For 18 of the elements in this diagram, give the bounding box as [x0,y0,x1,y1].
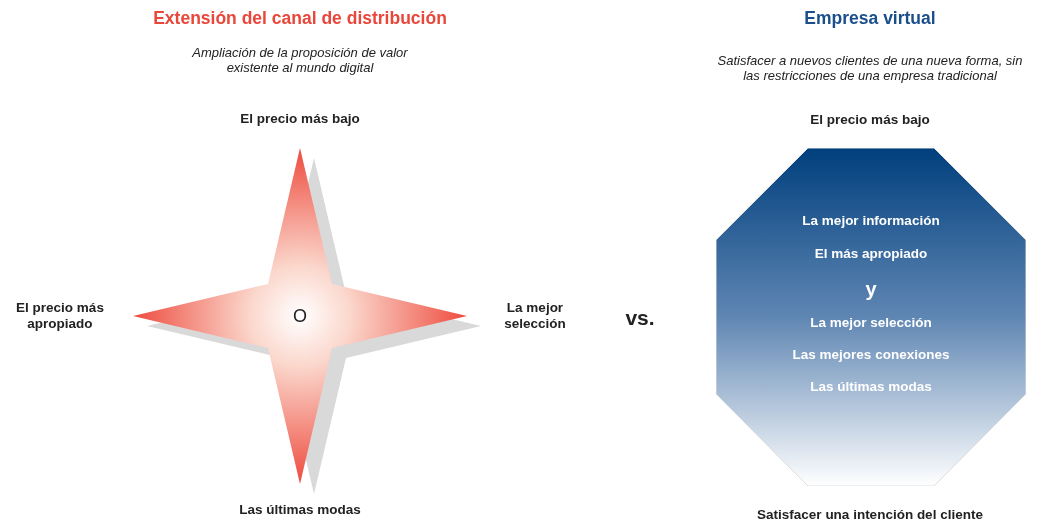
octagon-item-text: El más apropiado [814,245,928,261]
octagon-item-text: y [865,277,877,301]
vs-label: vs. [625,306,655,330]
subheading: Satisfacer a nuevos clientes de una nueva forma, sin las restricciones de una empresa tradicional [716,53,1024,83]
point-label: La mejor selección [503,300,567,332]
center-letter: O [293,305,307,327]
point-label: El precio más apropiado [15,300,105,332]
point-label: El precio más bajo [810,112,930,128]
octagon-item-text: Las últimas modas [810,378,932,394]
point-label: Satisfacer una intención del cliente [757,507,983,523]
point-label: Las últimas modas [239,502,361,518]
point-label: El precio más bajo [240,111,360,127]
heading: Extensión del canal de distribución [153,7,447,29]
octagon-item-text: La mejor selección [810,314,932,330]
octagon-item-text: Las mejores conexiones [792,346,950,362]
octagon-item-text: La mejor información [802,212,940,228]
subheading: Ampliación de la proposición de valor existente al mundo digital [191,45,409,75]
heading: Empresa virtual [804,7,936,29]
